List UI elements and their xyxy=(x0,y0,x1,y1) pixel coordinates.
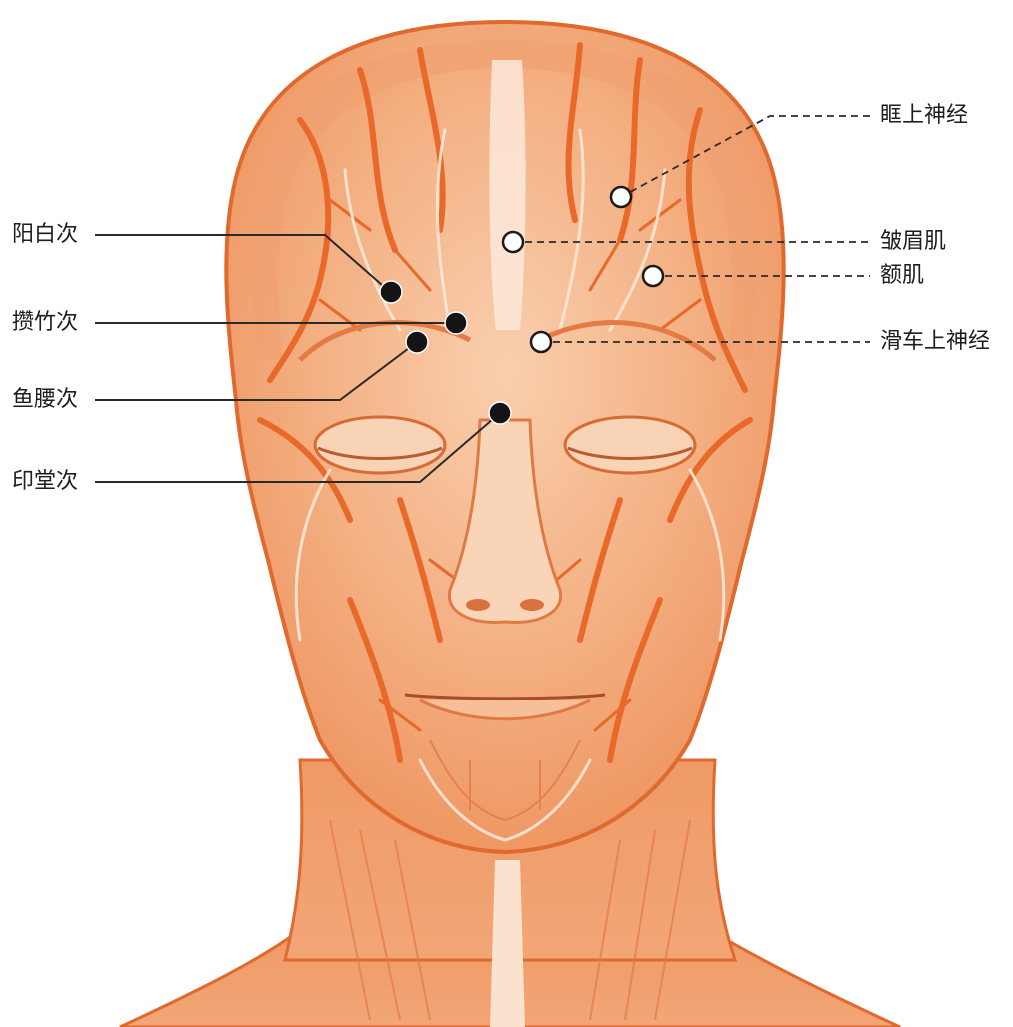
point-frontalis xyxy=(643,266,663,286)
point-supratrochlear-nerve xyxy=(531,332,551,352)
label-supratrochlear-nerve: 滑车上神经 xyxy=(880,329,990,355)
point-corrugator xyxy=(503,232,523,252)
label-supraorbital-nerve: 眶上神经 xyxy=(880,103,968,129)
acupoint-yuyaoci xyxy=(406,331,428,353)
label-cuanzhuci: 攒竹次 xyxy=(12,310,78,336)
neck-center-highlight xyxy=(490,860,525,1027)
label-corrugator: 皱眉肌 xyxy=(880,229,946,255)
label-yangbaici: 阳白次 xyxy=(12,222,78,248)
acupoint-yangbaici xyxy=(380,281,402,303)
acupoint-yintangci xyxy=(489,402,511,424)
right-eye xyxy=(565,417,695,473)
label-yintangci: 印堂次 xyxy=(12,469,78,495)
left-nostril xyxy=(466,599,490,611)
label-frontalis: 额肌 xyxy=(880,263,924,289)
point-supraorbital-nerve xyxy=(611,187,631,207)
acupoint-cuanzhuci xyxy=(445,312,467,334)
forehead-midline xyxy=(489,60,525,330)
right-nostril xyxy=(520,599,544,611)
label-yuyaoci: 鱼腰次 xyxy=(12,387,78,413)
left-eye xyxy=(315,417,445,473)
